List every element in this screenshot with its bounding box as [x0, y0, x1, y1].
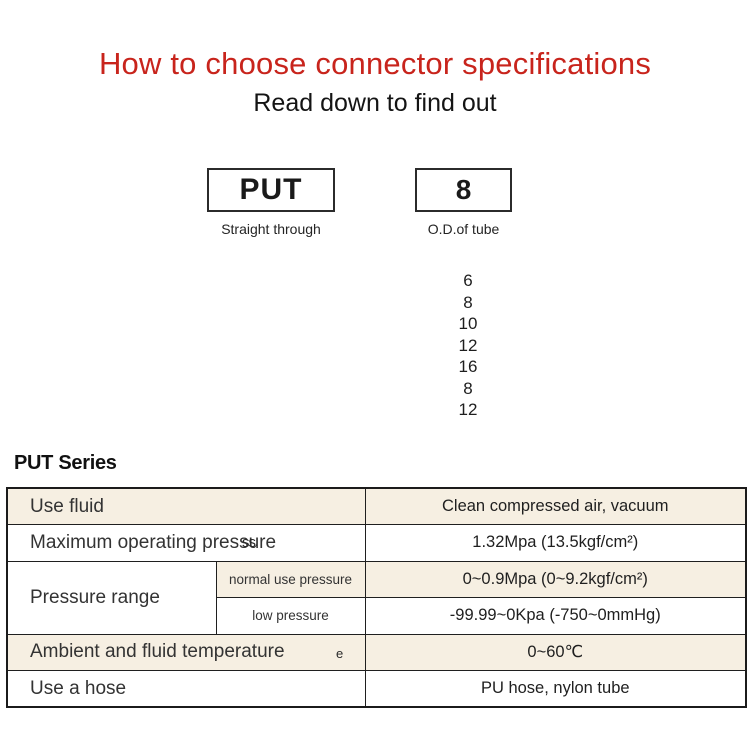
- ambient-temp-label: Ambient and fluid temperature e: [6, 633, 366, 671]
- use-fluid-label: Use fluid: [6, 487, 366, 525]
- size-option: 12: [458, 335, 478, 355]
- table-row: Ambient and fluid temperature e 0~60℃: [6, 633, 747, 671]
- model-caption: Straight through: [221, 221, 321, 237]
- low-pressure-label: low pressure: [215, 597, 366, 635]
- normal-pressure-value: 0~0.9Mpa (0~9.2kgf/cm²): [364, 560, 747, 598]
- jpeg-artifact-text: ss: [242, 534, 256, 551]
- size-options-list: 6 8 10 12 16 8 12: [428, 270, 508, 421]
- size-option: 8: [463, 292, 473, 312]
- size-option: 16: [458, 357, 478, 376]
- pressure-range-label: Pressure range: [6, 560, 217, 635]
- use-fluid-value: Clean compressed air, vacuum: [364, 487, 747, 525]
- model-code: PUT: [239, 173, 303, 206]
- hose-label: Use a hose: [6, 670, 366, 708]
- table-row: Use a hose PU hose, nylon tube: [6, 670, 747, 708]
- tube-size-box: 8: [415, 168, 512, 212]
- normal-pressure-label: normal use pressure: [215, 560, 366, 598]
- max-pressure-value: 1.32Mpa (13.5kgf/cm²): [364, 524, 747, 562]
- size-option: 12: [458, 400, 478, 419]
- table-row: Pressure range normal use pressure 0~0.9…: [6, 560, 747, 635]
- tube-size-code: 8: [455, 174, 472, 205]
- low-pressure-value: -99.99~0Kpa (-750~0mmHg): [364, 597, 747, 635]
- table-row: low pressure -99.99~0Kpa (-750~0mmHg): [7, 597, 747, 635]
- max-pressure-label: Maximum operating pressure ss: [6, 524, 366, 562]
- size-option: 10: [458, 314, 478, 333]
- size-option: 8: [463, 378, 473, 398]
- series-heading: PUT Series: [14, 452, 117, 474]
- page-title: How to choose connector specifications: [98, 46, 652, 81]
- tube-size-caption: O.D.of tube: [427, 221, 500, 237]
- table-row: Maximum operating pressure ss 1.32Mpa (1…: [6, 524, 747, 562]
- ambient-temp-value: 0~60℃: [364, 633, 747, 671]
- table-row: Use fluid Clean compressed air, vacuum: [6, 487, 747, 525]
- hose-value: PU hose, nylon tube: [364, 670, 747, 708]
- page-subtitle: Read down to find out: [253, 89, 497, 117]
- jpeg-artifact-text: e: [336, 645, 344, 661]
- spec-table: Use fluid Clean compressed air, vacuum M…: [6, 487, 748, 708]
- model-code-box: PUT: [207, 168, 335, 212]
- size-option: 6: [463, 271, 473, 290]
